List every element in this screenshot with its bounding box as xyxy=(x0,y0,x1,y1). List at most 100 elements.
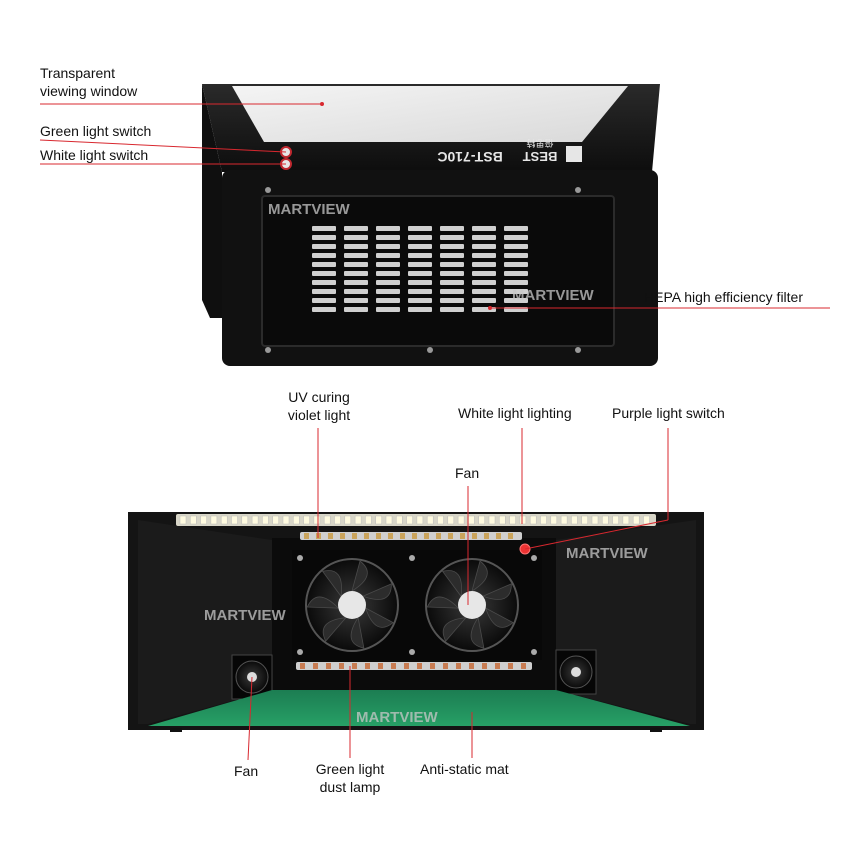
viewing-window xyxy=(232,86,628,142)
led-bead xyxy=(190,515,197,525)
led-bead xyxy=(529,515,537,525)
green-bead xyxy=(300,663,305,669)
vent-slot xyxy=(344,298,368,303)
watermark-5: MARTVIEW xyxy=(356,709,439,726)
uv-bead xyxy=(400,533,405,539)
led-bead xyxy=(365,515,372,525)
led-bead xyxy=(478,515,485,525)
uv-bead xyxy=(412,533,417,539)
led-bead xyxy=(540,515,547,525)
led-bead xyxy=(622,515,630,525)
led-bead xyxy=(313,515,321,525)
led-bead xyxy=(354,515,362,525)
fan-blade xyxy=(361,583,392,600)
watermark-2: MARTVIEW xyxy=(512,287,595,304)
uv-bead xyxy=(484,533,489,539)
led-bead xyxy=(457,515,465,525)
green-bead xyxy=(391,663,396,669)
vent-slot xyxy=(376,280,400,285)
led-bead xyxy=(375,515,382,525)
vent-slot xyxy=(312,271,336,276)
uv-bead xyxy=(436,533,441,539)
uv-bead xyxy=(376,533,381,539)
vent-slot xyxy=(408,226,432,231)
green-bead xyxy=(430,663,435,669)
vent-slot xyxy=(312,298,336,303)
fan-blade xyxy=(470,616,485,649)
label-purple-switch: Purple light switch xyxy=(612,405,725,421)
led-bead xyxy=(499,515,506,525)
fan-blade xyxy=(350,616,365,649)
vent-slot xyxy=(440,298,464,303)
fan-blade xyxy=(471,560,488,592)
vent-slot xyxy=(344,235,368,240)
device-front-view xyxy=(128,512,704,732)
fan-blade xyxy=(481,583,512,600)
vent-slot xyxy=(440,226,464,231)
fan-blade xyxy=(351,560,368,592)
fan-left-large xyxy=(305,558,399,652)
vent-slot xyxy=(312,235,336,240)
led-bead xyxy=(293,515,300,525)
green-bead xyxy=(443,663,448,669)
uv-bead xyxy=(388,533,393,539)
uv-bead xyxy=(364,533,369,539)
vent-slot xyxy=(408,253,432,258)
uv-bead xyxy=(304,533,309,539)
vent-slot xyxy=(312,307,336,312)
green-bead xyxy=(456,663,461,669)
watermarks: MARTVIEW MARTVIEW MARTVIEW MARTVIEW MART… xyxy=(204,201,649,726)
led-bead xyxy=(282,515,290,525)
fan-blade xyxy=(442,617,467,642)
green-bead xyxy=(417,663,422,669)
vent-slot xyxy=(440,307,464,312)
vent-slot xyxy=(376,235,400,240)
led-bead xyxy=(447,515,455,525)
label-white-switch: White light switch xyxy=(40,147,149,163)
vent-slot xyxy=(472,289,496,294)
green-led-beads xyxy=(300,663,526,669)
vent-slot xyxy=(440,235,464,240)
led-bead xyxy=(632,515,640,525)
vent-slot xyxy=(344,253,368,258)
vent-slot xyxy=(344,307,368,312)
led-bead xyxy=(200,515,207,525)
led-bead xyxy=(323,515,331,525)
vent-slot xyxy=(504,289,528,294)
brand-cjk-text: 倍思特 xyxy=(526,138,553,149)
vent-slot xyxy=(344,280,368,285)
uv-bead xyxy=(472,533,477,539)
vent-slot xyxy=(440,262,464,267)
screw xyxy=(265,187,271,193)
vent-slot xyxy=(408,235,432,240)
label-white-lighting: White light lighting xyxy=(458,405,572,421)
led-bead xyxy=(251,515,259,525)
uv-bead xyxy=(508,533,513,539)
label-hepa-filter: HEPA high efficiency filter xyxy=(644,289,804,305)
vent-slot xyxy=(472,244,496,249)
uv-bead xyxy=(328,533,333,539)
vent-slot xyxy=(504,271,528,276)
model-text: BST-710C xyxy=(437,149,502,165)
fan-blade xyxy=(426,596,460,609)
led-bead xyxy=(241,515,249,525)
callout-lines xyxy=(39,102,830,761)
vent-slot xyxy=(376,244,400,249)
fan-blade xyxy=(441,570,462,598)
vent-slot xyxy=(344,226,368,231)
vent-slot xyxy=(312,280,336,285)
led-bead xyxy=(602,515,609,525)
vent-slot xyxy=(312,244,336,249)
fan-blade xyxy=(321,570,342,598)
led-bead xyxy=(344,515,352,525)
led-bead xyxy=(509,515,516,525)
screw xyxy=(575,187,581,193)
anti-static-mat xyxy=(148,690,690,726)
vent-slot xyxy=(504,253,528,258)
vent-slot xyxy=(504,298,528,303)
vent-slot xyxy=(408,280,432,285)
led-bead xyxy=(416,515,424,525)
led-bead xyxy=(406,515,413,525)
green-bead xyxy=(521,663,526,669)
screw xyxy=(427,347,433,353)
